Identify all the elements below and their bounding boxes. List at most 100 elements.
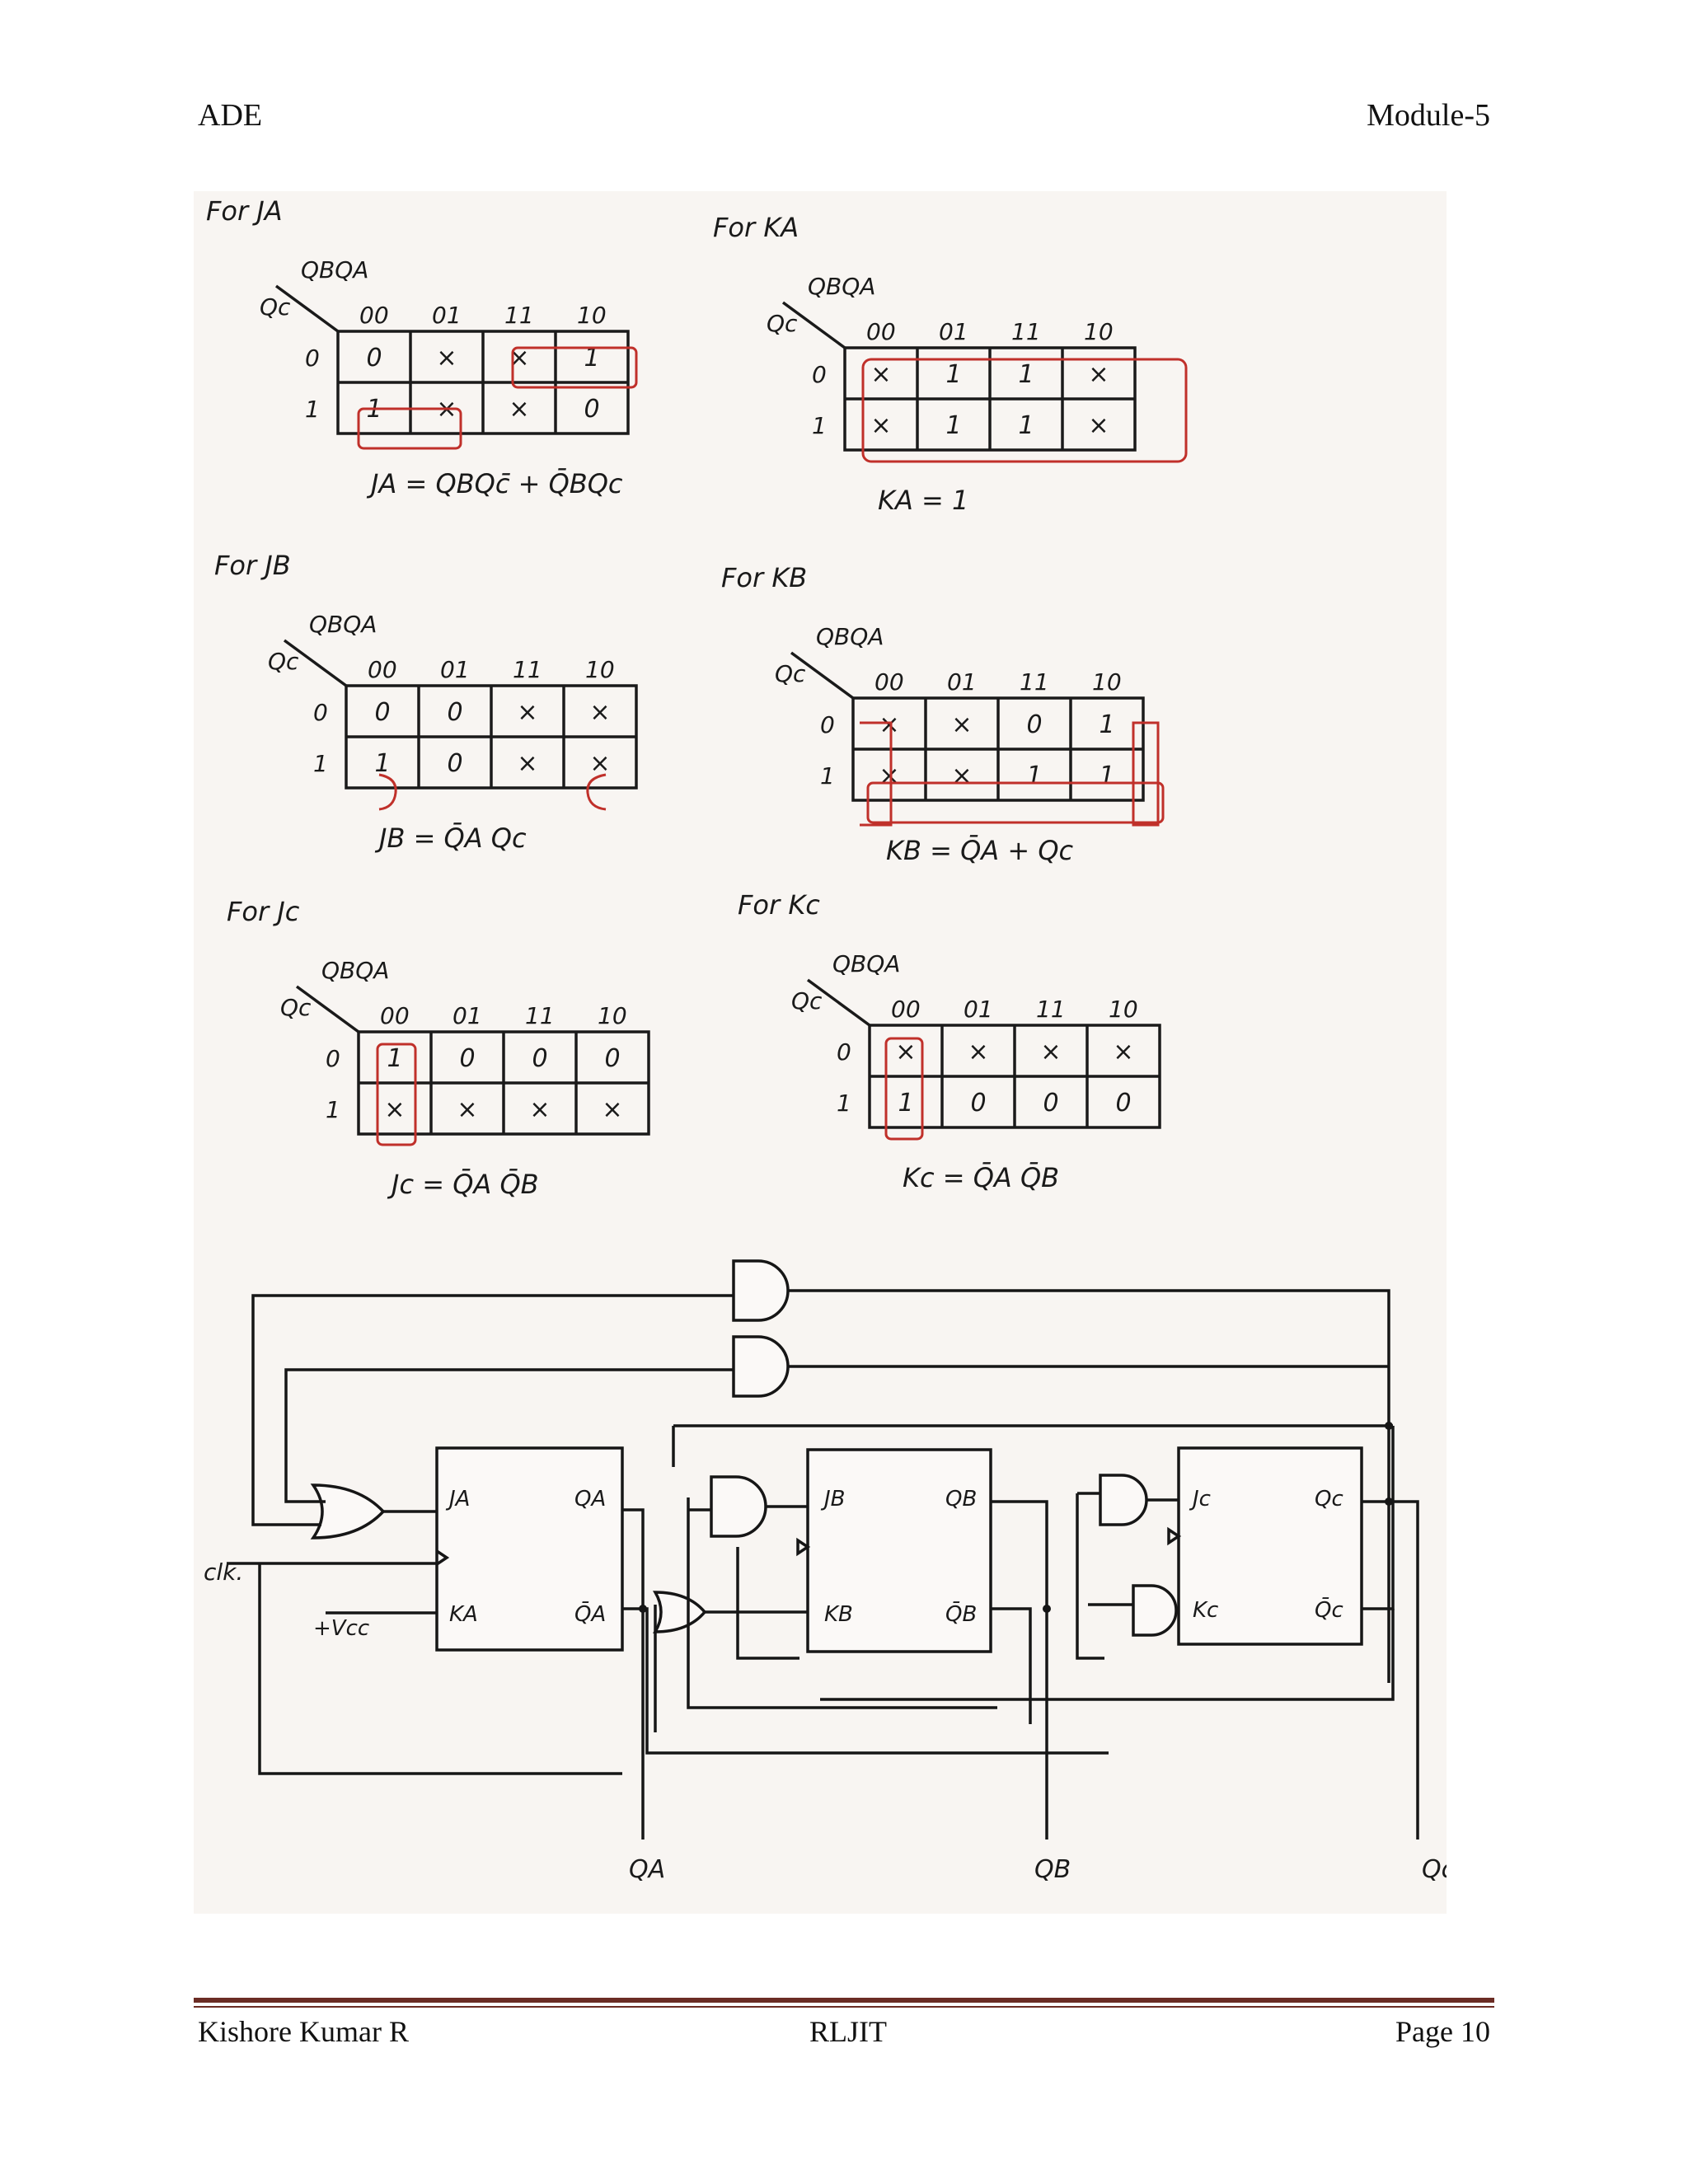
kmap-groupings [357,346,1188,1146]
kmap-cell: 0 [447,698,462,727]
kmap-col-label: 00 [359,302,389,329]
kmap-row-var: Qc [280,994,312,1021]
kmap-cell: × [589,749,610,778]
jk-flipflop-b [806,1448,992,1653]
ffa-k-label: KA [449,1602,478,1627]
kmap-cell: 0 [459,1044,475,1073]
clock-label: clk. [204,1558,243,1586]
or-gate-kb [652,1591,707,1633]
footer-page-number: Page 10 [1395,2015,1490,2048]
and-gate-jb [710,1475,767,1538]
kmap-row-var: Qc [268,648,299,675]
kmap-col-var: QBQA [808,273,875,300]
vcc-label: +Vcc [313,1616,369,1641]
ffa-qbar-label: Q̄A [574,1601,606,1627]
kmap-col-label: 01 [452,1002,482,1029]
kmap-col-label: 00 [874,668,904,696]
kmap-col-label: 10 [1109,996,1138,1023]
jk-flipflop-c [1177,1446,1363,1646]
kmap-cell: 1 [1026,762,1042,790]
kmap-col-label: 10 [1084,318,1114,345]
kmap-cell: × [951,762,972,790]
kmap-cell: 0 [1026,710,1042,739]
kmap-col-label: 11 [525,1002,555,1029]
kmap-cell: 0 [447,749,462,778]
kmap-cell: × [436,344,457,373]
ffc-k-label: Kc [1193,1598,1218,1623]
kmap-col-label: 10 [585,656,615,683]
kmap-row-var: Qc [775,660,806,687]
kmap-col-label: 11 [1036,996,1066,1023]
kmap-cell: 1 [584,344,599,373]
ffc-q-label: Qc [1315,1487,1343,1511]
kmap-cell: × [1040,1038,1061,1066]
kmap-title: For Kc [738,889,820,921]
kmap-equation: KB = Q̄A + Qc [886,834,1074,866]
and-gate-top-2 [732,1335,790,1398]
kmap-cell: 1 [945,360,961,389]
ffc-qbar-label: Q̄c [1315,1596,1343,1623]
and-gate-jc [1099,1474,1148,1526]
kmap-title: For JA [206,195,283,227]
and-gate-kc [1132,1584,1178,1637]
kmap-col-var: QBQA [832,950,900,977]
kmap-col-label: 11 [513,656,542,683]
kmap-cell: × [879,710,899,739]
kmap-cell: 1 [1099,762,1114,790]
kmap-cell: 1 [1018,360,1034,389]
kmap-cell: × [895,1038,916,1066]
kmap-row-var: Qc [767,310,798,337]
kmap-col-label: 00 [891,996,921,1023]
kmap-col-label: 10 [577,302,607,329]
kmap-cell: 0 [604,1044,620,1073]
kmap-title: For KB [721,562,807,593]
kmap-equation: Jc = Q̄A Q̄B [387,1168,539,1200]
kmap-cell: × [529,1095,550,1124]
kmap-col-label: 00 [368,656,397,683]
ffa-j-label: JA [445,1487,470,1511]
kmap-row-label: 1 [837,1090,851,1117]
jk-flipflop-a [435,1446,624,1652]
footer-author: Kishore Kumar R [198,2015,409,2048]
output-qa-label: QA [629,1855,665,1884]
kmap-row-label: 0 [326,1045,340,1072]
kmap-col-label: 11 [504,302,534,329]
ffb-qbar-label: Q̄B [945,1601,977,1627]
kmap-cell: 1 [898,1089,913,1118]
kmap-cell: 1 [1099,710,1114,739]
kmap-cell: 0 [374,698,390,727]
kmap-col-label: 00 [866,318,896,345]
kmap-row-var: Qc [791,987,823,1015]
kmap-cell: 0 [970,1089,986,1118]
kmap-cell: × [509,395,529,424]
kmap-cell: × [951,710,972,739]
kmap-col-label: 11 [1020,668,1049,696]
kmap-cell: × [457,1095,477,1124]
kmap-col-label: 11 [1011,318,1041,345]
kmap-cell: × [1113,1038,1133,1066]
kmap-cell: × [870,411,891,440]
footer-rule-thick [194,1998,1494,2003]
kmap-cell: × [517,749,537,778]
kmap-row-label: 0 [313,699,328,726]
kmap-cell: 0 [1043,1089,1058,1118]
kmap-col-var: QBQA [321,957,389,984]
ffb-q-label: QB [945,1487,977,1511]
kmap-cell: × [384,1095,405,1124]
kmap-cell: 1 [387,1044,402,1073]
kmap-cell: × [1088,360,1109,389]
kmap-title: For Jc [227,896,300,927]
and-gate-top-1 [732,1259,790,1322]
kmap-cell: × [879,762,899,790]
counter-circuit: JA KA QA Q̄A JB KB QB Q̄B Jc Kc Qc Q̄c [204,1259,1447,1884]
ffa-q-label: QA [574,1487,606,1511]
or-gate-ja [310,1483,386,1540]
output-qc-label: Qc [1422,1855,1447,1884]
kmap-cell: 1 [945,411,961,440]
kmap-cell: × [517,698,537,727]
kmap-col-label: 10 [1092,668,1122,696]
